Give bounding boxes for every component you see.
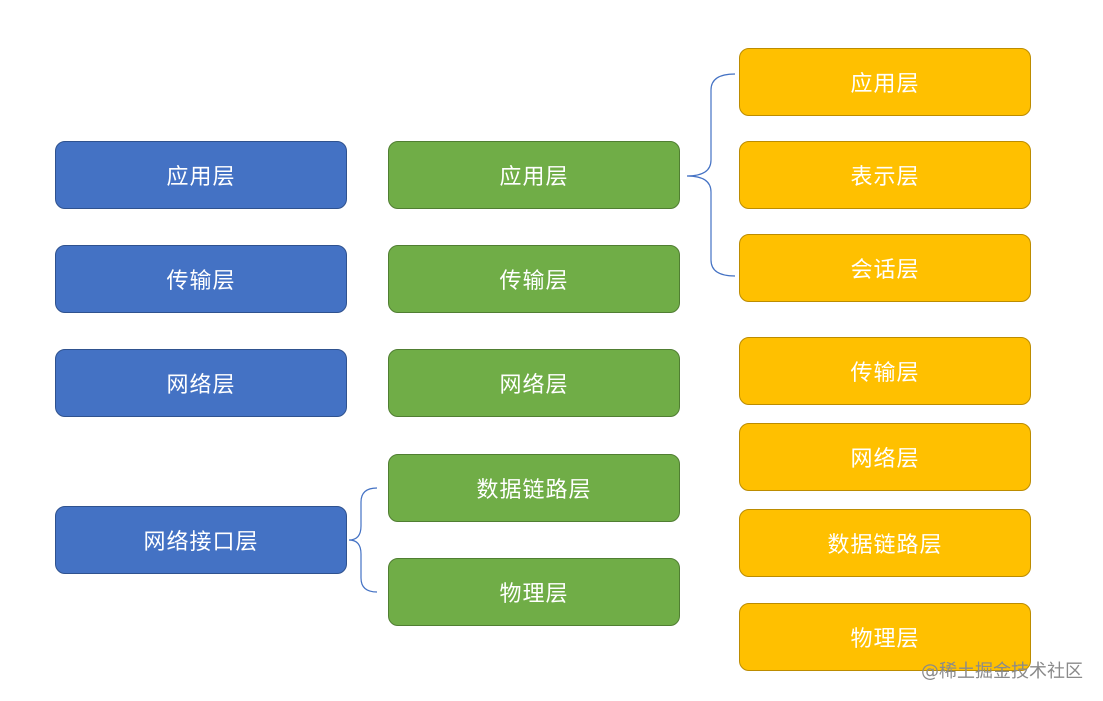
osi-physical-label: 物理层 — [850, 627, 920, 652]
osi-network-layer: 网络层 — [739, 423, 1031, 491]
osi-datalink-label: 数据链路层 — [827, 533, 943, 558]
tcpip-transport-layer: 传输层 — [55, 245, 347, 313]
tcpip-application-label: 应用层 — [166, 165, 236, 190]
tcpip-application-layer: 应用层 — [55, 141, 347, 209]
osi-application-label: 应用层 — [850, 72, 920, 97]
five-physical-layer: 物理层 — [388, 558, 680, 626]
watermark: @稀土掘金技术社区 — [921, 661, 1083, 682]
tcpip-interface-layer: 网络接口层 — [55, 506, 347, 574]
brace-application-to-osi — [686, 73, 736, 277]
five-datalink-label: 数据链路层 — [476, 478, 592, 503]
osi-transport-layer: 传输层 — [739, 337, 1031, 405]
osi-presentation-layer: 表示层 — [739, 141, 1031, 209]
tcpip-network-label: 网络层 — [166, 373, 236, 398]
osi-datalink-layer: 数据链路层 — [739, 509, 1031, 577]
tcpip-interface-label: 网络接口层 — [143, 530, 259, 555]
brace-interface-to-five — [348, 487, 378, 593]
osi-application-layer: 应用层 — [739, 48, 1031, 116]
tcpip-network-layer: 网络层 — [55, 349, 347, 417]
osi-presentation-label: 表示层 — [850, 165, 920, 190]
osi-physical-layer: 物理层 — [739, 603, 1031, 671]
osi-network-label: 网络层 — [850, 447, 920, 472]
five-application-label: 应用层 — [499, 165, 569, 190]
osi-session-layer: 会话层 — [739, 234, 1031, 302]
five-physical-label: 物理层 — [499, 582, 569, 607]
five-application-layer: 应用层 — [388, 141, 680, 209]
five-network-label: 网络层 — [499, 373, 569, 398]
osi-transport-label: 传输层 — [850, 361, 920, 386]
five-datalink-layer: 数据链路层 — [388, 454, 680, 522]
tcpip-transport-label: 传输层 — [166, 269, 236, 294]
five-transport-label: 传输层 — [499, 269, 569, 294]
five-network-layer: 网络层 — [388, 349, 680, 417]
five-transport-layer: 传输层 — [388, 245, 680, 313]
osi-session-label: 会话层 — [850, 258, 920, 283]
